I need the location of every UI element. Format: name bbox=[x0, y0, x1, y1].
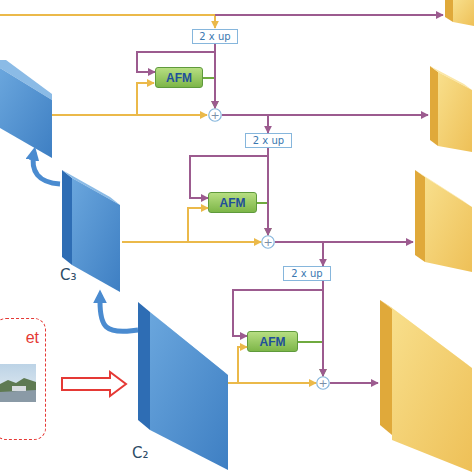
feature-map-face bbox=[138, 302, 150, 430]
upsample-box: 2 x up bbox=[192, 29, 238, 44]
connector bbox=[228, 347, 247, 383]
feature-map-shape bbox=[138, 300, 228, 472]
sum-circle bbox=[262, 236, 275, 249]
layer-label: C₃ bbox=[60, 267, 77, 284]
output-map-side bbox=[430, 66, 438, 146]
output-map-side bbox=[415, 170, 425, 262]
feature-map-block: C₃ bbox=[60, 170, 122, 295]
connector bbox=[214, 44, 216, 108]
lateral-wire bbox=[214, 15, 216, 28]
connector bbox=[137, 44, 215, 72]
connector bbox=[275, 242, 323, 266]
sum-circle bbox=[317, 377, 330, 390]
curved-arrow bbox=[33, 152, 60, 184]
node-label: 2 x up bbox=[199, 31, 230, 43]
node-label: 2 x up bbox=[253, 135, 284, 147]
afm-module: AFM bbox=[208, 192, 257, 213]
feature-map-face bbox=[72, 178, 120, 292]
input-image-land bbox=[0, 378, 36, 402]
connector bbox=[222, 115, 268, 133]
connector bbox=[190, 148, 268, 198]
upsample-box: 2 x up bbox=[245, 133, 292, 148]
sum-node: + bbox=[208, 108, 222, 122]
sum-sign: + bbox=[208, 108, 222, 122]
connector bbox=[298, 342, 323, 376]
feature-map-face bbox=[62, 170, 72, 265]
input-image bbox=[0, 364, 36, 402]
sum-node: + bbox=[316, 376, 330, 390]
input-image-boat bbox=[12, 386, 26, 391]
lateral-wire bbox=[137, 83, 154, 115]
sum-circle bbox=[209, 109, 222, 122]
feature-map-face bbox=[150, 312, 228, 470]
output-wire bbox=[215, 14, 443, 16]
connector bbox=[267, 148, 269, 235]
output-map-side bbox=[380, 300, 392, 435]
node-label: AFM bbox=[260, 335, 286, 349]
lateral-wire bbox=[52, 114, 207, 116]
connector bbox=[257, 203, 268, 235]
input-arrow bbox=[62, 372, 126, 396]
connector bbox=[233, 281, 323, 336]
connector bbox=[122, 208, 208, 242]
layer-label: C₂ bbox=[132, 445, 149, 462]
output-wire bbox=[222, 114, 428, 116]
output-map-side bbox=[445, 0, 453, 22]
backbone-arrow bbox=[100, 295, 138, 331]
feature-map-block: C₂ bbox=[138, 300, 228, 472]
output-wire bbox=[330, 382, 378, 384]
node-label: et bbox=[26, 329, 39, 347]
input-group: et bbox=[0, 318, 46, 440]
sum-sign: + bbox=[261, 235, 275, 249]
output-map bbox=[425, 177, 472, 272]
lateral-wire bbox=[0, 14, 215, 16]
node-label: AFM bbox=[166, 71, 192, 85]
connector bbox=[122, 241, 261, 243]
sum-sign: + bbox=[316, 376, 330, 390]
node-label: AFM bbox=[220, 196, 246, 210]
output-map bbox=[438, 72, 472, 152]
output-map bbox=[392, 308, 472, 472]
input-image-water bbox=[0, 390, 36, 402]
output-wire bbox=[275, 241, 413, 243]
connector bbox=[228, 382, 316, 384]
node-label: 2 x up bbox=[291, 268, 322, 280]
afm-module: AFM bbox=[247, 331, 298, 352]
output-map bbox=[453, 0, 474, 26]
afm-module: AFM bbox=[155, 67, 203, 88]
connector bbox=[322, 281, 324, 376]
sum-node: + bbox=[261, 235, 275, 249]
feature-map-block bbox=[0, 68, 52, 158]
connector bbox=[203, 78, 215, 108]
upsample-box: 2 x up bbox=[283, 266, 331, 281]
